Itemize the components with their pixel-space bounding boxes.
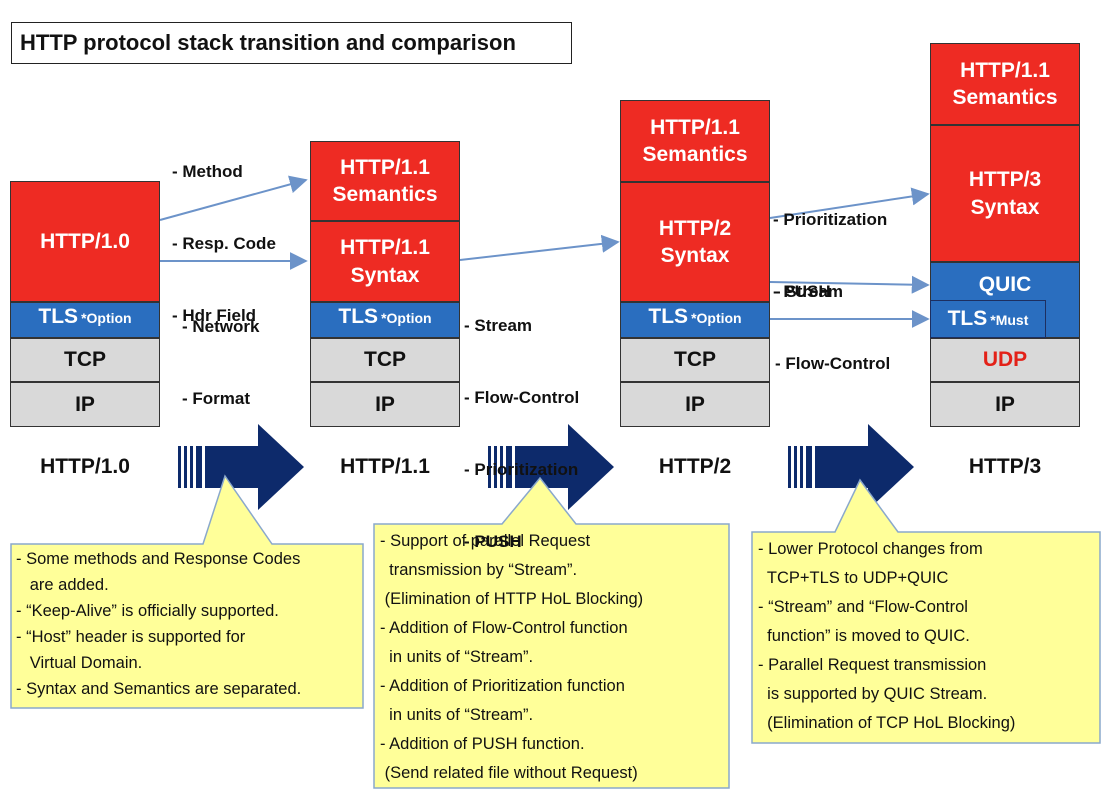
version-label-http3: HTTP/3 <box>968 455 1042 478</box>
evolution-arrow-3 <box>788 424 914 510</box>
evolution-arrow-1 <box>178 424 304 510</box>
transition-note-method: - Method - Resp. Code - Hdr Field <box>172 162 276 325</box>
http11-syntax-layer: HTTP/1.1 Syntax <box>310 221 460 302</box>
diagram-title: HTTP protocol stack transition and compa… <box>11 22 572 64</box>
transition-note-network: - Network - Format <box>182 317 260 408</box>
http2-semantics-layer: HTTP/1.1 Semantics <box>620 100 770 182</box>
http2-tls-layer: TLS*Option <box>620 302 770 338</box>
transition-note-prioritization-h3: - Prioritization - PUSH <box>773 210 888 301</box>
http2-ip-layer: IP <box>620 382 770 427</box>
http2-tcp-layer: TCP <box>620 338 770 382</box>
http10-tcp-layer: TCP <box>10 338 160 382</box>
callout-box-3 <box>751 478 1101 744</box>
http10-app-layer: HTTP/1.0 <box>10 181 160 302</box>
version-label-http11: HTTP/1.1 <box>340 455 430 478</box>
http3-syntax-layer: HTTP/3 Syntax <box>930 125 1080 262</box>
version-label-http2: HTTP/2 <box>658 455 732 478</box>
http11-ip-layer: IP <box>310 382 460 427</box>
arrow-prioritization-h3 <box>769 187 930 219</box>
arrow-stream-h3 <box>769 275 930 294</box>
http11-semantics-layer: HTTP/1.1 Semantics <box>310 141 460 221</box>
http10-tls-layer: TLS*Option <box>10 302 160 338</box>
http3-udp-layer: UDP <box>930 338 1080 382</box>
version-label-http10: HTTP/1.0 <box>40 455 130 478</box>
arrow-method <box>159 175 308 221</box>
callout-http2-changes: - Support of parallel Request transmissi… <box>380 532 644 782</box>
http11-tcp-layer: TCP <box>310 338 460 382</box>
callout-http3-changes: - Lower Protocol changes from TCP+TLS to… <box>758 540 1016 732</box>
http2-syntax-layer: HTTP/2 Syntax <box>620 182 770 302</box>
callout-box-2 <box>373 476 730 789</box>
http10-ip-layer: IP <box>10 382 160 427</box>
http3-tls-layer: TLS*Must <box>930 300 1046 338</box>
transition-note-stream-h3: - Stream - Flow-Control <box>775 282 891 373</box>
transition-note-stream-h2: - Stream - Flow-Control - Prioritization… <box>464 316 580 551</box>
http11-tls-layer: TLS*Option <box>310 302 460 338</box>
callout-http11-changes: - Some methods and Response Codes are ad… <box>16 550 302 698</box>
callout-box-1 <box>10 474 364 709</box>
arrow-stream-h2 <box>459 234 620 261</box>
http3-ip-layer: IP <box>930 382 1080 427</box>
http3-semantics-layer: HTTP/1.1 Semantics <box>930 43 1080 125</box>
